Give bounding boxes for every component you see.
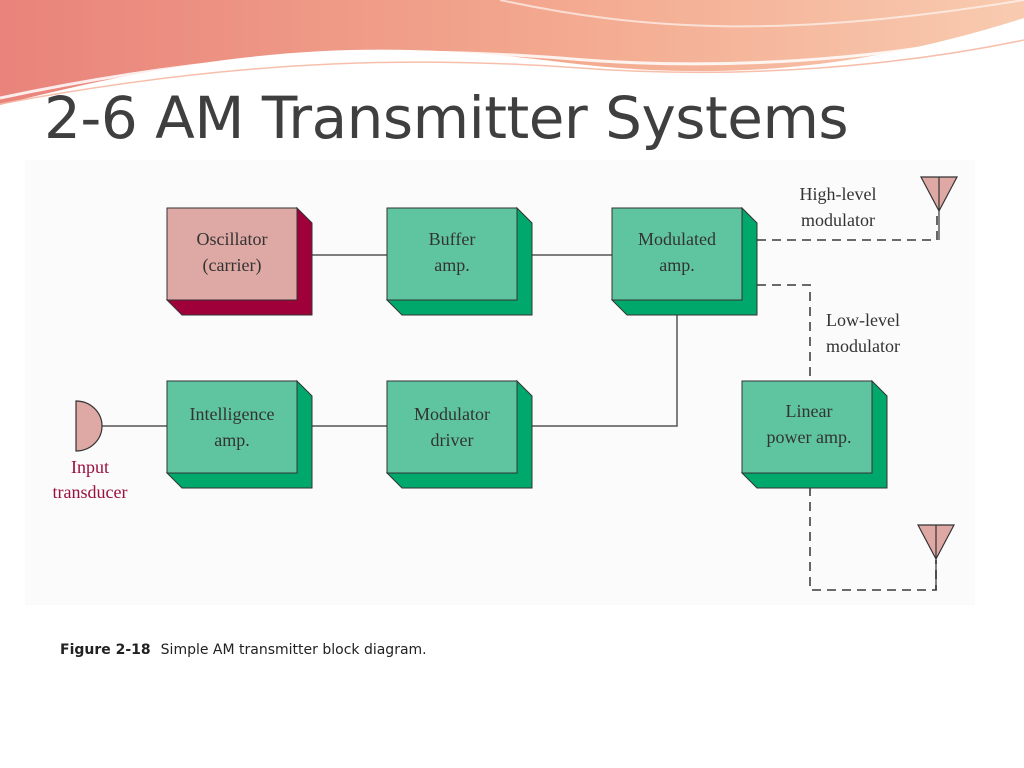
antenna-icon (920, 176, 958, 240)
high-level-label-line1: High-level (800, 184, 877, 204)
microphone-icon (75, 400, 103, 452)
line-power-amp-output (809, 487, 937, 591)
modulated-amp-label-line1: Modulated (638, 229, 716, 249)
buffer-amp-label-line2: amp. (434, 255, 470, 275)
modulator-driver-label-line1: Modulator (414, 404, 490, 424)
line-driver-to-modulated (532, 307, 678, 427)
high-level-label-line2: modulator (801, 210, 875, 230)
linear-power-amp-label-line1: Linear (786, 401, 833, 421)
oscillator-block: Oscillator (carrier) (165, 206, 313, 316)
intelligence-amp-label-line1: Intelligence (190, 404, 275, 424)
figure-caption-text: Simple AM transmitter block diagram. (160, 642, 427, 658)
figure-number: Figure 2-18 (60, 642, 151, 658)
modulator-driver-block: Modulator driver (385, 379, 533, 489)
intelligence-amp-block: Intelligence amp. (165, 379, 313, 489)
linear-power-amp-block: Linear power amp. (740, 379, 888, 489)
figure-caption: Figure 2-18 Simple AM transmitter block d… (60, 642, 427, 658)
slide-title: 2-6 AM Transmitter Systems (44, 84, 849, 152)
antenna-icon (917, 524, 955, 590)
oscillator-label-line1: Oscillator (197, 229, 268, 249)
input-transducer-label-line2: transducer (53, 482, 128, 502)
buffer-amp-label-line1: Buffer (429, 229, 476, 249)
header-swoosh (0, 0, 1024, 105)
modulator-driver-label-line2: driver (431, 430, 474, 450)
low-level-label-line2: modulator (826, 336, 900, 356)
buffer-amp-block: Buffer amp. (385, 206, 533, 316)
line-low-level-path (757, 284, 811, 381)
low-level-label-line1: Low-level (826, 310, 900, 330)
oscillator-label-line2: (carrier) (203, 255, 262, 276)
line-high-level-output (757, 212, 938, 241)
modulated-amp-block: Modulated amp. (610, 206, 758, 316)
intelligence-amp-label-line2: amp. (214, 430, 250, 450)
input-transducer-label-line1: Input (71, 457, 109, 477)
linear-power-amp-label-line2: power amp. (767, 427, 852, 447)
modulated-amp-label-line2: amp. (659, 255, 695, 275)
